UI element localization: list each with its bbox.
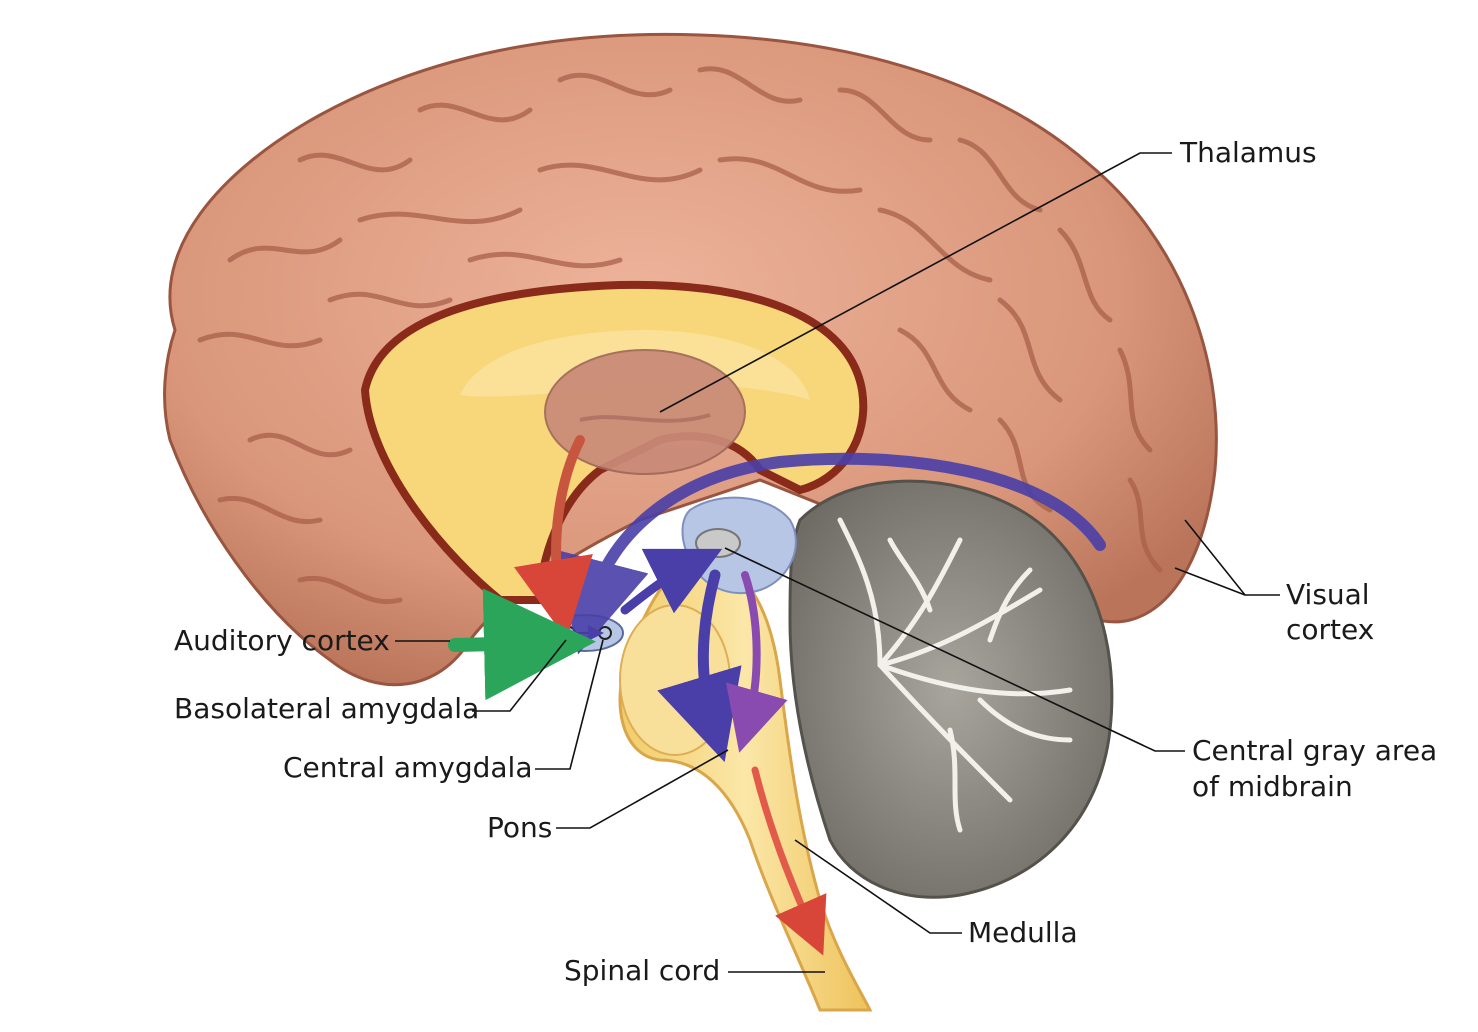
midbrain-to-pons-arrow	[657, 569, 742, 763]
thalamus-texture	[579, 413, 711, 423]
label-thalamus: Thalamus	[1180, 136, 1317, 169]
visual-pathway-arrow	[555, 452, 1106, 655]
midbrain-to-pons-purple-arrow	[726, 571, 788, 753]
label-central-gray-line1: Central gray area	[1192, 734, 1438, 767]
thalamus-to-amygdala-arrow	[513, 435, 593, 640]
label-central-gray-line2: of midbrain	[1192, 770, 1353, 803]
label-pons: Pons	[487, 811, 553, 844]
label-medulla: Medulla	[968, 916, 1078, 949]
label-auditory-cortex: Auditory cortex	[174, 624, 390, 657]
leader-visual-2	[1174, 567, 1246, 596]
label-visual-cortex-line1: Visual	[1286, 578, 1370, 611]
leader-central-amygdala	[535, 639, 604, 770]
leader-basolateral	[472, 639, 567, 712]
medulla-red-arrow	[751, 766, 827, 956]
label-central-amygdala: Central amygdala	[283, 751, 533, 784]
auditory-arrow	[448, 588, 596, 701]
arbor-vitae	[837, 517, 1073, 833]
pons	[619, 604, 731, 756]
thalamus	[544, 349, 746, 475]
label-visual-cortex-line2: cortex	[1286, 613, 1375, 646]
leader-central-gray	[724, 547, 1185, 752]
leader-pons	[556, 749, 729, 829]
leader-thalamus	[659, 152, 1172, 413]
label-basolateral-amygdala: Basolateral amygdala	[174, 692, 480, 725]
amygdala-to-midbrain-arrow	[620, 548, 723, 615]
leader-medulla	[794, 839, 962, 934]
label-spinal-cord: Spinal cord	[564, 954, 721, 987]
gyri-folds	[197, 66, 1163, 605]
leader-lines	[395, 152, 1280, 973]
